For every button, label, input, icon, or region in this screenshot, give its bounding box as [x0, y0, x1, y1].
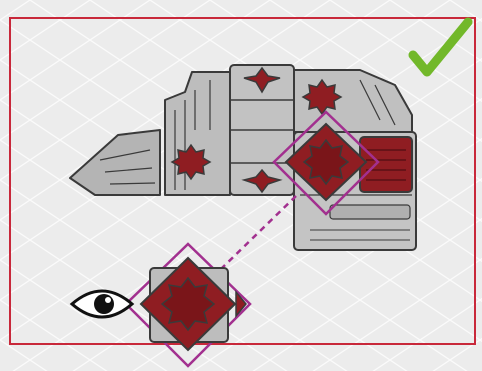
hazard-marker	[172, 145, 210, 179]
hazard-marker	[303, 80, 341, 114]
ship-engine	[360, 137, 412, 192]
